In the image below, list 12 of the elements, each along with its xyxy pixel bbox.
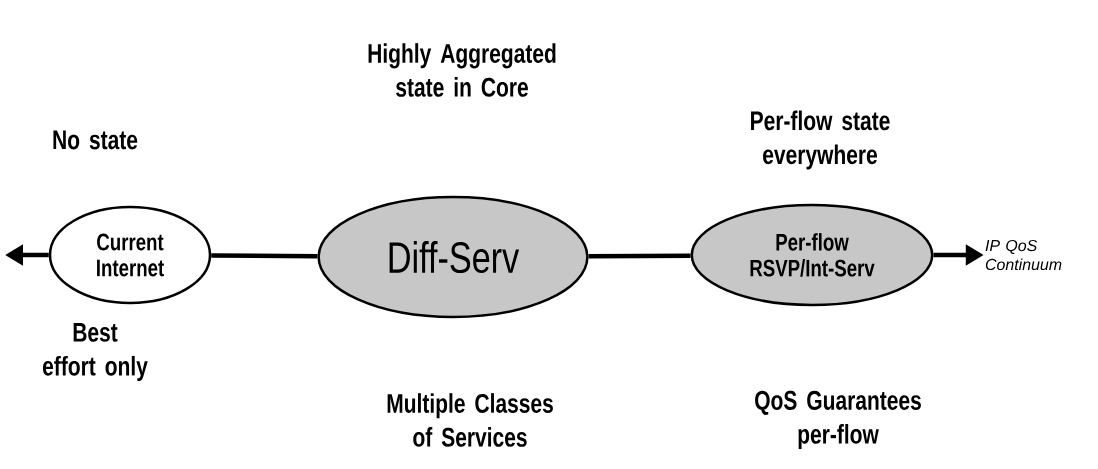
axis-label: IP QoS Continuum — [985, 239, 1062, 271]
connector-line — [588, 253, 691, 259]
connector-line — [211, 253, 318, 259]
state-label: QoS Guarantees per-flow — [755, 390, 921, 450]
state-label: No state — [53, 130, 138, 150]
state-label: Multiple Classes of Services — [387, 393, 553, 447]
state-label: Best effort only — [42, 323, 148, 381]
state-label: Highly Aggregated state in Core — [368, 43, 556, 97]
ellipse-node: Current Internet — [48, 205, 212, 305]
ellipse-node: Diff-Serv — [317, 195, 589, 319]
state-label: Per-flow state everywhere — [751, 110, 890, 170]
ellipse-node: Per-flow RSVP/Int-Serv — [690, 203, 934, 307]
